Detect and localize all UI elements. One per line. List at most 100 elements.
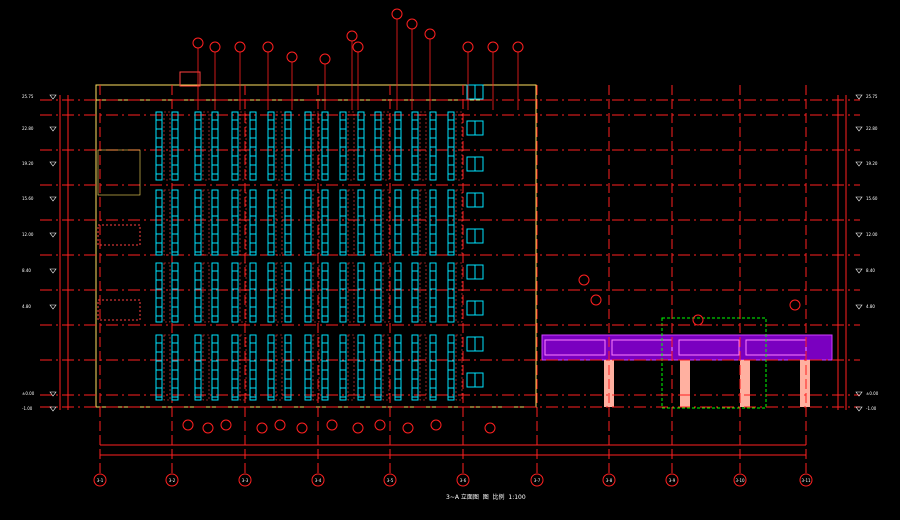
axis-bubble [93, 473, 107, 487]
callout-bubble [430, 419, 442, 431]
curtain-wall-mullion [211, 189, 219, 256]
curtain-wall-mullion [357, 189, 365, 256]
callout-bubble [692, 314, 704, 326]
callout-bubble [484, 422, 496, 434]
curtain-wall-mullion [357, 334, 365, 401]
level-mark-left: 12.00 [22, 232, 34, 237]
glass-hatch [202, 334, 210, 401]
curtain-wall-mullion [249, 334, 257, 401]
stair-core-panel [97, 149, 141, 196]
level-mark-right: 8.40 [866, 268, 875, 273]
callout-bubble [590, 294, 602, 306]
axis-bubble [602, 473, 616, 487]
curtain-wall-mullion [155, 111, 163, 181]
curtain-wall-mullion [171, 334, 179, 401]
curtain-wall-mullion [447, 334, 455, 401]
curtain-wall-mullion [394, 189, 402, 256]
curtain-wall-mullion [194, 334, 202, 401]
curtain-wall-mullion [374, 189, 382, 256]
axis-bubble [238, 473, 252, 487]
glass-hatch [382, 111, 390, 181]
glass-hatch [202, 262, 210, 323]
callout-bubble [296, 422, 308, 434]
curtain-wall-mullion [211, 111, 219, 181]
level-triangle [49, 391, 57, 397]
glass-hatch [455, 262, 463, 323]
glass-hatch [382, 262, 390, 323]
level-triangle [49, 161, 57, 167]
glass-hatch [239, 334, 247, 401]
axis-bubble [165, 473, 179, 487]
axis-label: 3-11 [801, 478, 811, 483]
curtain-wall-mullion [411, 262, 419, 323]
curtain-wall-mullion [194, 262, 202, 323]
glass-hatch [202, 111, 210, 181]
curtain-wall-mullion [429, 111, 437, 181]
curtain-wall-mullion [321, 189, 329, 256]
level-mark-left: 4.80 [22, 304, 31, 309]
curtain-wall-mullion [194, 189, 202, 256]
curtain-wall-mullion [374, 262, 382, 323]
level-mark-right: 25.75 [866, 94, 878, 99]
callout-bubble [374, 419, 386, 431]
callout-bubble [182, 419, 194, 431]
glass-hatch [312, 262, 320, 323]
curtain-wall-mullion [304, 189, 312, 256]
axis-bubble [456, 473, 470, 487]
level-triangle [49, 126, 57, 132]
curtain-wall-mullion [284, 262, 292, 323]
callout-bubble [326, 419, 338, 431]
callout-layer [182, 8, 801, 434]
curtain-wall-mullion [304, 262, 312, 323]
glass-hatch [239, 189, 247, 256]
curtain-wall-mullion [394, 111, 402, 181]
glass-hatch [275, 189, 283, 256]
level-mark-left: 15.60 [22, 196, 34, 201]
axis-label: 3-10 [735, 478, 745, 483]
callout-bubble [202, 422, 214, 434]
level-triangle [49, 94, 57, 100]
level-triangle [49, 232, 57, 238]
curtain-wall-mullion [231, 334, 239, 401]
level-triangle [855, 196, 863, 202]
curtain-wall-mullion [284, 334, 292, 401]
drawing-title: 3~A 立面图 图 比例 1:100 [446, 492, 526, 501]
curtain-wall-mullion [429, 334, 437, 401]
curtain-wall-mullion [339, 334, 347, 401]
glass-hatch [347, 334, 355, 401]
callout-bubble [789, 299, 801, 311]
curtain-wall-mullion [249, 262, 257, 323]
axis-bubble [665, 473, 679, 487]
glass-hatch [455, 111, 463, 181]
curtain-wall-mullion [231, 262, 239, 323]
title-mark-1: 图 [482, 494, 489, 501]
level-mark-right: ±0.00 [866, 391, 879, 396]
glass-hatch [312, 189, 320, 256]
drawing-title-text: 3~A 立面图 [446, 494, 479, 501]
curtain-wall-mullion [267, 111, 275, 181]
glass-hatch [347, 189, 355, 256]
level-mark-right: 19.20 [866, 161, 878, 166]
curtain-wall-mullion [374, 334, 382, 401]
axis-bubble [530, 473, 544, 487]
level-mark-left: 25.75 [22, 94, 34, 99]
curtain-wall-mullion [231, 111, 239, 181]
curtain-wall-mullion [429, 262, 437, 323]
level-mark-left: 8.40 [22, 268, 31, 273]
callout-bubble [256, 422, 268, 434]
level-triangle [49, 406, 57, 412]
curtain-wall-mullion [171, 262, 179, 323]
callout-bubble [274, 419, 286, 431]
curtain-wall-mullion [411, 334, 419, 401]
glass-hatch [419, 189, 427, 256]
curtain-wall-mullion [374, 111, 382, 181]
curtain-wall-mullion [249, 189, 257, 256]
curtain-wall-mullion [267, 189, 275, 256]
level-triangle [855, 232, 863, 238]
window-layer [97, 84, 484, 401]
callout-bubble [402, 422, 414, 434]
glass-hatch [239, 111, 247, 181]
glass-hatch [163, 189, 171, 256]
